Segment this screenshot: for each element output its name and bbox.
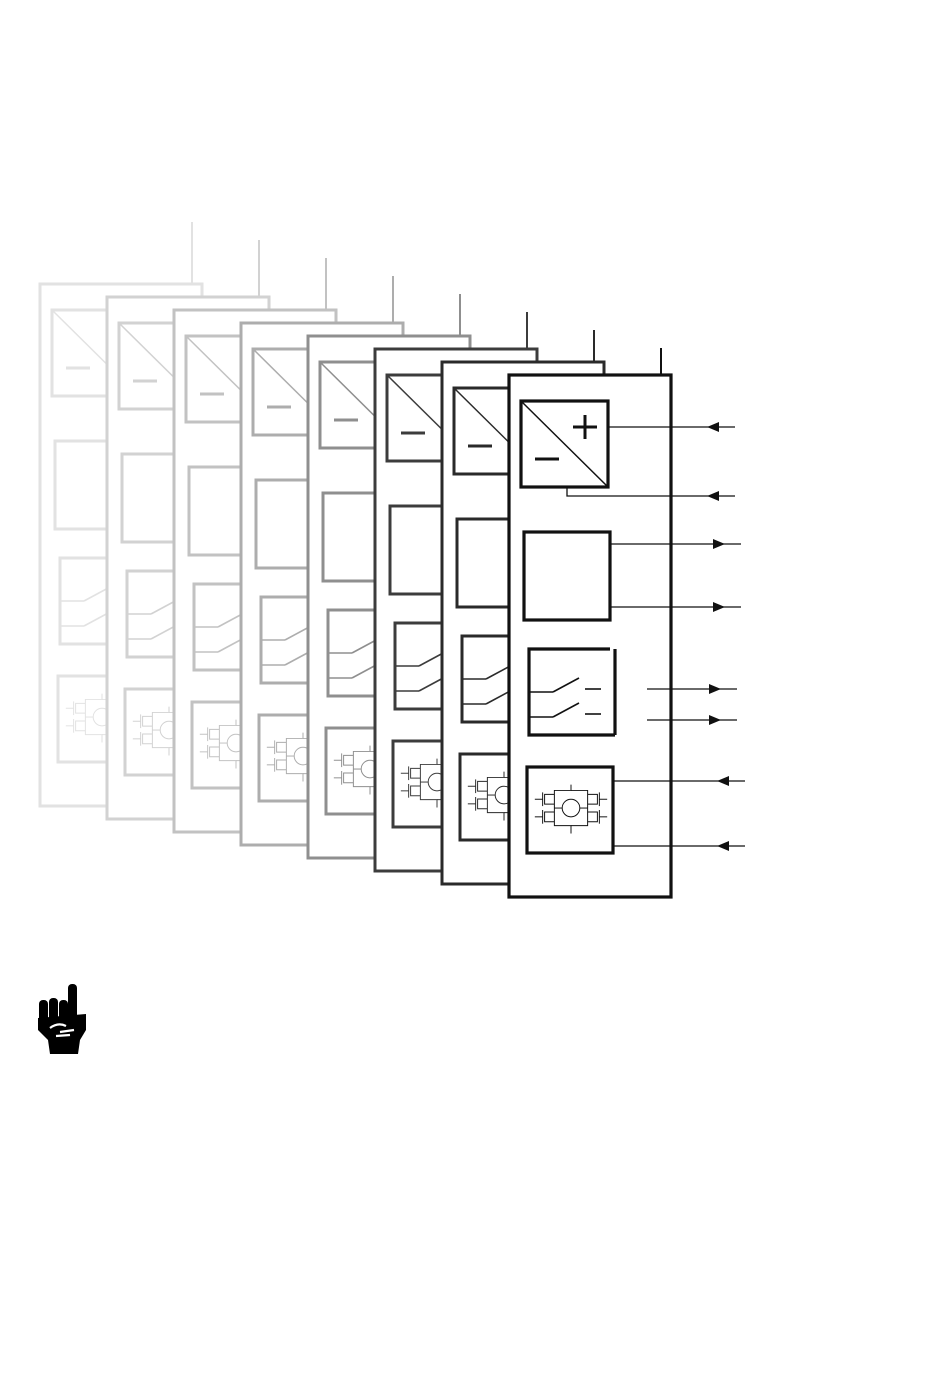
arrow-in-head xyxy=(717,841,729,851)
arrow-out-head xyxy=(709,684,721,694)
module-card-8 xyxy=(509,348,671,897)
pointing-hand-icon xyxy=(36,984,88,1054)
arrow-out-head xyxy=(709,715,721,725)
arrow-in-head xyxy=(707,491,719,501)
arrow-in-head xyxy=(717,776,729,786)
card-body xyxy=(509,375,671,897)
arrow-out-head xyxy=(713,539,725,549)
arrow-in-head xyxy=(707,422,719,432)
arrow-out-head xyxy=(713,602,725,612)
